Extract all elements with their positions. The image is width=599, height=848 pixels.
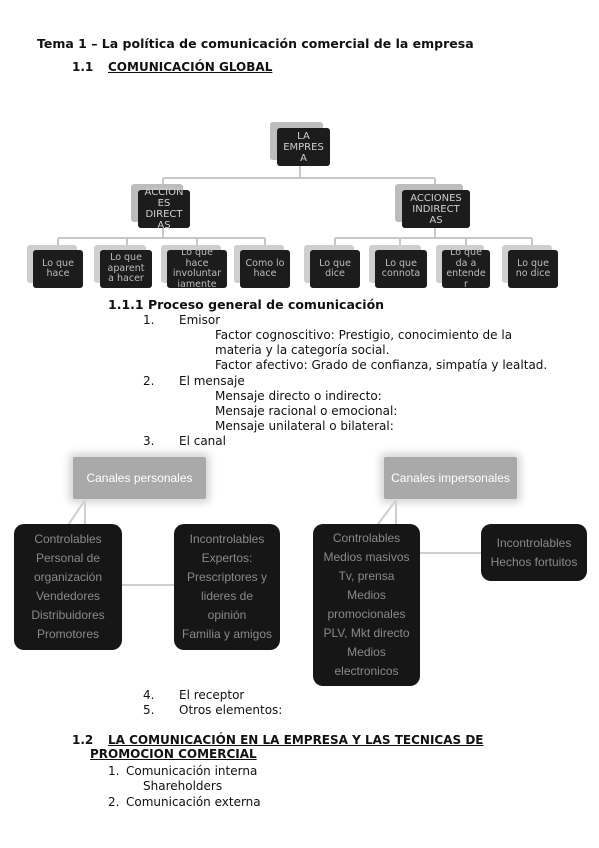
list-item-internal: 1.Comunicación interna [108,764,258,778]
section-1-2-heading-line2: PROMOCION COMERCIAL [90,747,257,761]
process-item-otros: 5.Otros elementos: [143,703,283,717]
section-1-2-heading: 1.2 LA COMUNICACIÓN EN LA EMPRESA Y LAS T… [72,733,484,747]
personal-controllable-box: Controlables Personal de organización Ve… [14,524,122,650]
process-item-canal: 3.El canal [143,434,226,448]
process-item-emisor: 1.Emisor [143,313,221,327]
section-title: COMUNICACIÓN GLOBAL [108,60,273,74]
impersonal-controllable-box: Controlables Medios masivos Tv, prensa M… [313,524,420,686]
subsection-heading: 1.1.1 Proceso general de comunicación [108,297,385,312]
impersonal-channels-header: Canales impersonales [384,457,517,499]
section-1-1-heading: 1.1 COMUNICACIÓN GLOBAL [72,60,272,74]
process-item-receptor: 4.El receptor [143,688,245,702]
personal-channels-header: Canales personales [73,457,206,499]
impersonal-uncontrollable-box: Incontrolables Hechos fortuitos [481,524,587,581]
emisor-details: Factor cognoscitivo: Prestigio, conocimi… [215,328,548,372]
section-number: 1.2 [72,733,94,747]
process-item-mensaje: 2.El mensaje [143,374,245,388]
mensaje-details: Mensaje directo o indirecto: Mensaje rac… [215,389,398,433]
personal-uncontrollable-box: Incontrolables Expertos: Prescriptores y… [174,524,280,650]
list-subitem-shareholders: Shareholders [143,779,223,793]
document-title: Tema 1 – La política de comunicación com… [37,36,474,51]
list-item-external: 2.Comunicación externa [108,795,261,809]
section-number: 1.1 [72,60,94,74]
section-title: LA COMUNICACIÓN EN LA EMPRESA Y LAS TECN… [108,733,484,747]
